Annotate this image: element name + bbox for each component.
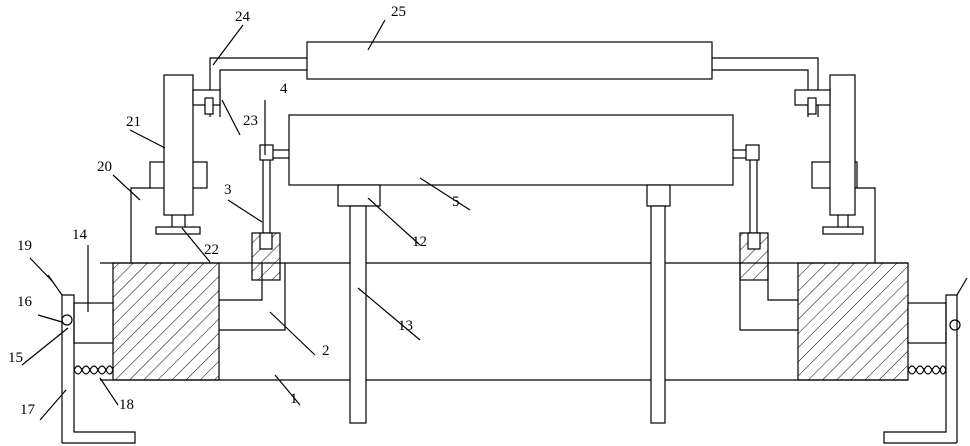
label-5: 5 — [452, 194, 460, 210]
label-18: 18 — [119, 397, 134, 413]
label-22: 22 — [204, 242, 219, 258]
right-leg-cap — [647, 185, 670, 206]
main-roller — [289, 115, 733, 185]
right-hatched-block — [798, 263, 908, 380]
label-4: 4 — [280, 81, 288, 97]
label-13: 13 — [398, 318, 413, 334]
top-arm-left — [193, 58, 307, 117]
label-23: 23 — [243, 113, 258, 129]
label-25: 25 — [391, 4, 406, 20]
top-arm-right — [712, 58, 830, 117]
label-24: 24 — [235, 9, 251, 25]
label-16: 16 — [17, 294, 33, 310]
label-19: 19 — [17, 238, 32, 254]
label-20: 20 — [97, 159, 112, 175]
top-roller — [307, 42, 712, 79]
left-hatched-block — [113, 263, 219, 380]
leader-lines — [22, 20, 470, 420]
base-frame — [100, 263, 908, 380]
left-leg — [350, 206, 366, 423]
right-rod — [733, 145, 759, 233]
label-17: 17 — [20, 402, 36, 418]
right-spring — [908, 366, 946, 374]
label-2: 2 — [322, 343, 330, 359]
label-21: 21 — [126, 114, 141, 130]
left-rod — [260, 145, 289, 233]
right-leg — [651, 206, 665, 423]
label-3: 3 — [224, 182, 232, 198]
label-15: 15 — [8, 350, 23, 366]
left-support-slot — [260, 233, 272, 249]
left-spring — [74, 366, 113, 374]
label-14: 14 — [72, 227, 88, 243]
label-12: 12 — [412, 234, 427, 250]
right-support-slot — [748, 233, 760, 249]
label-1: 1 — [290, 391, 298, 407]
